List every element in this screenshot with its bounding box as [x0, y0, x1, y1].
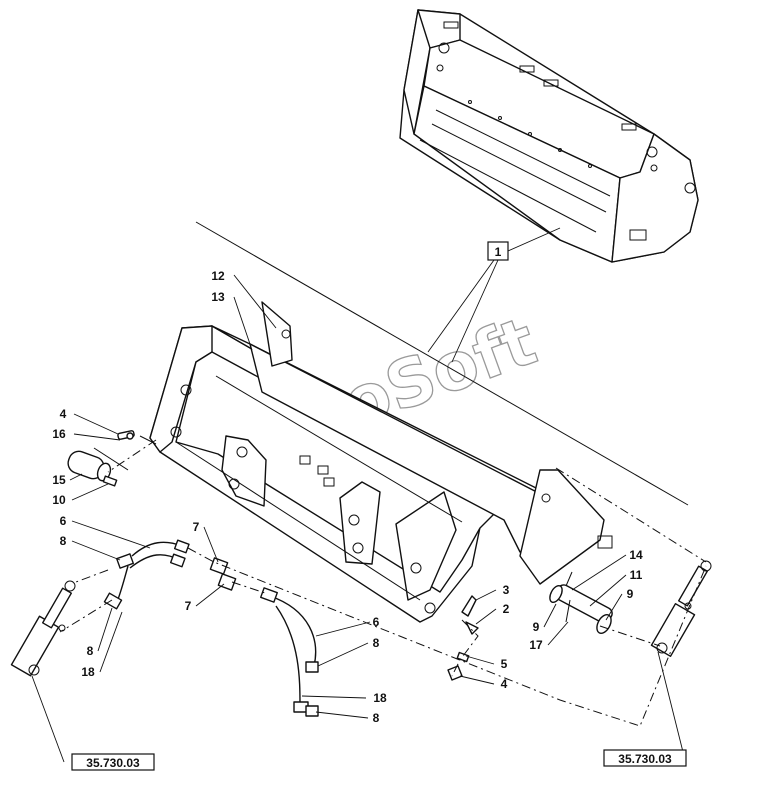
label-4-bottom: 4 — [501, 677, 508, 691]
callout-1-text: 1 — [495, 245, 502, 259]
callout-1: 1 — [427, 227, 561, 363]
label-6-left: 6 — [60, 514, 67, 528]
label-16: 16 — [52, 427, 66, 441]
label-18-left: 18 — [81, 665, 95, 679]
label-2: 2 — [503, 602, 510, 616]
reference-box-right: 35.730.03 — [603, 651, 687, 767]
label-8-right-upper: 8 — [373, 636, 380, 650]
label-9-right: 9 — [627, 587, 634, 601]
label-3: 3 — [503, 583, 510, 597]
label-5: 5 — [501, 657, 508, 671]
label-8-right-lower: 8 — [373, 711, 380, 725]
label-11: 11 — [630, 568, 643, 582]
label-13: 13 — [211, 290, 225, 304]
label-8-left: 8 — [60, 534, 67, 548]
hydraulic-cylinder-right — [650, 560, 712, 657]
label-14: 14 — [629, 548, 643, 562]
label-6-right: 6 — [373, 615, 380, 629]
bucket-main — [149, 301, 613, 623]
reference-right-text: 35.730.03 — [618, 752, 672, 766]
label-10: 10 — [52, 493, 66, 507]
small-parts-left — [67, 430, 157, 487]
hose-assembly-lower — [260, 587, 319, 717]
small-bolts-center — [447, 595, 479, 681]
hose-assembly-upper — [103, 539, 237, 610]
callout-labels: 12 13 4 16 15 10 6 8 7 7 8 18 6 8 18 8 1 — [52, 269, 643, 725]
bucket-assembly-top — [399, 9, 699, 263]
label-7-bottom: 7 — [185, 599, 192, 613]
pin-parts-right — [549, 571, 613, 634]
label-9-left: 9 — [533, 620, 540, 634]
label-18-right: 18 — [373, 691, 387, 705]
label-17: 17 — [529, 638, 543, 652]
hydraulic-cylinder-left — [10, 580, 76, 677]
reference-axis-line — [195, 221, 689, 506]
label-12: 12 — [211, 269, 225, 283]
reference-left-text: 35.730.03 — [86, 756, 140, 770]
label-15: 15 — [52, 473, 66, 487]
label-4-top: 4 — [60, 407, 67, 421]
label-8-mid: 8 — [87, 644, 94, 658]
label-7-top: 7 — [193, 520, 200, 534]
reference-box-left: 35.730.03 — [31, 675, 155, 771]
assembly-lines — [59, 439, 707, 727]
